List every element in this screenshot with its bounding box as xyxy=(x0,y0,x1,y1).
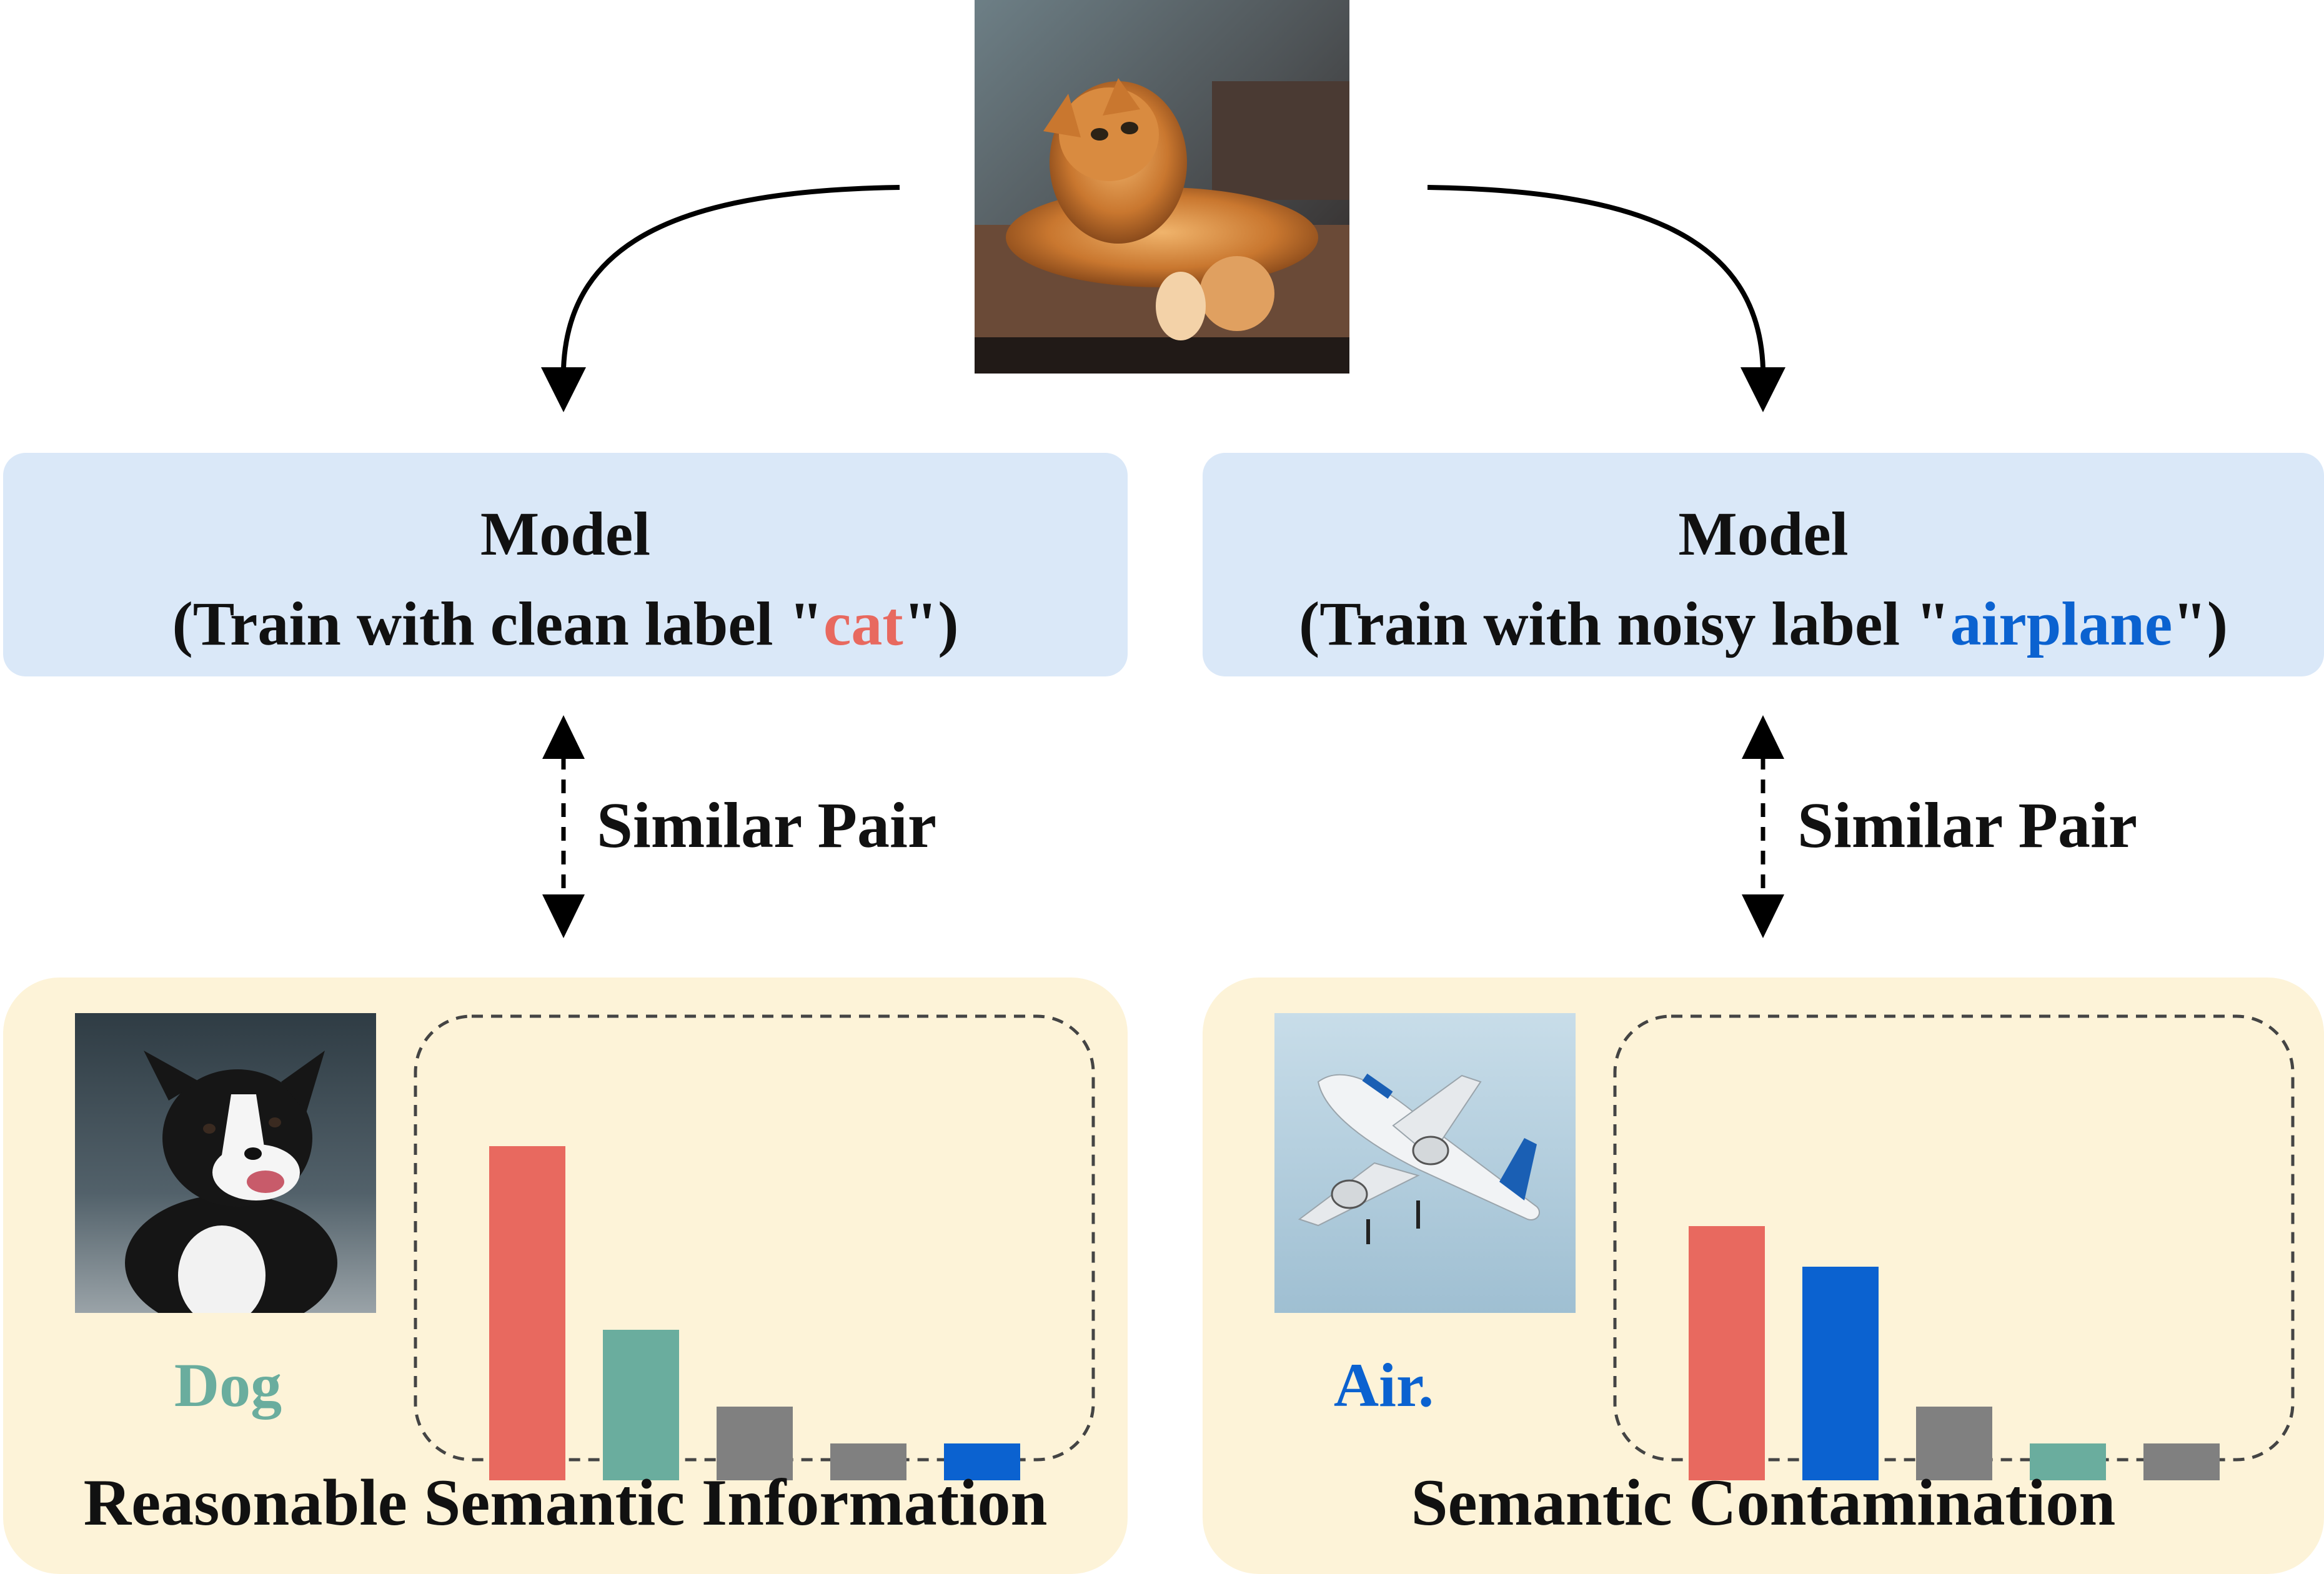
noisy-label-airplane: airplane xyxy=(1950,589,2173,658)
dog-photo xyxy=(75,1013,376,1313)
clean-label-cat: cat xyxy=(823,589,903,658)
left-info-panel: Dog Reasonable Semantic Information xyxy=(3,978,1128,1574)
right-panel-caption: Semantic Contamination xyxy=(1411,1466,2116,1539)
dog-class-label: Dog xyxy=(174,1350,282,1420)
left-similar-pair-label: Similar Pair xyxy=(597,789,937,861)
right-curved-arrow xyxy=(1427,185,1765,369)
right-info-panel: Air. Semantic Contamination xyxy=(1203,978,2324,1574)
left-chart-frame xyxy=(414,1014,1095,1462)
left-model-title: Model xyxy=(480,499,651,568)
left-bar-chart xyxy=(3,978,1128,1574)
left-down-arrowhead xyxy=(542,894,585,938)
right-model-box: Model (Train with noisy label "airplane"… xyxy=(1203,453,2324,676)
bar-3 xyxy=(717,1407,793,1480)
left-model-box: Model (Train with clean label "cat") xyxy=(3,453,1128,676)
bar-1 xyxy=(1689,1226,1765,1480)
bar-4 xyxy=(2030,1443,2106,1480)
left-arrowhead xyxy=(541,367,586,412)
bar-5 xyxy=(2143,1443,2220,1480)
airplane-class-label: Air. xyxy=(1333,1350,1434,1420)
right-bar-chart xyxy=(1203,978,2324,1574)
right-up-arrowhead xyxy=(1742,715,1784,759)
bar-5 xyxy=(944,1443,1020,1480)
left-model-subtitle: (Train with clean label "cat") xyxy=(172,589,959,658)
cat-photo xyxy=(975,0,1349,374)
right-model-title: Model xyxy=(1678,499,1849,568)
left-panel-caption: Reasonable Semantic Information xyxy=(83,1466,1048,1539)
airplane-photo xyxy=(1274,1013,1576,1313)
bar-2 xyxy=(603,1330,679,1480)
right-model-subtitle: (Train with noisy label "airplane") xyxy=(1298,589,2228,658)
left-up-arrowhead xyxy=(542,715,585,759)
right-arrowhead xyxy=(1741,367,1785,412)
bar-4 xyxy=(830,1443,906,1480)
bar-3 xyxy=(1916,1407,1992,1480)
bar-2 xyxy=(1802,1267,1879,1480)
left-curved-arrow xyxy=(561,185,900,369)
right-down-arrowhead xyxy=(1742,894,1784,938)
right-similar-pair-label: Similar Pair xyxy=(1797,789,2138,861)
right-chart-frame xyxy=(1613,1014,2295,1462)
bar-1 xyxy=(489,1146,565,1480)
